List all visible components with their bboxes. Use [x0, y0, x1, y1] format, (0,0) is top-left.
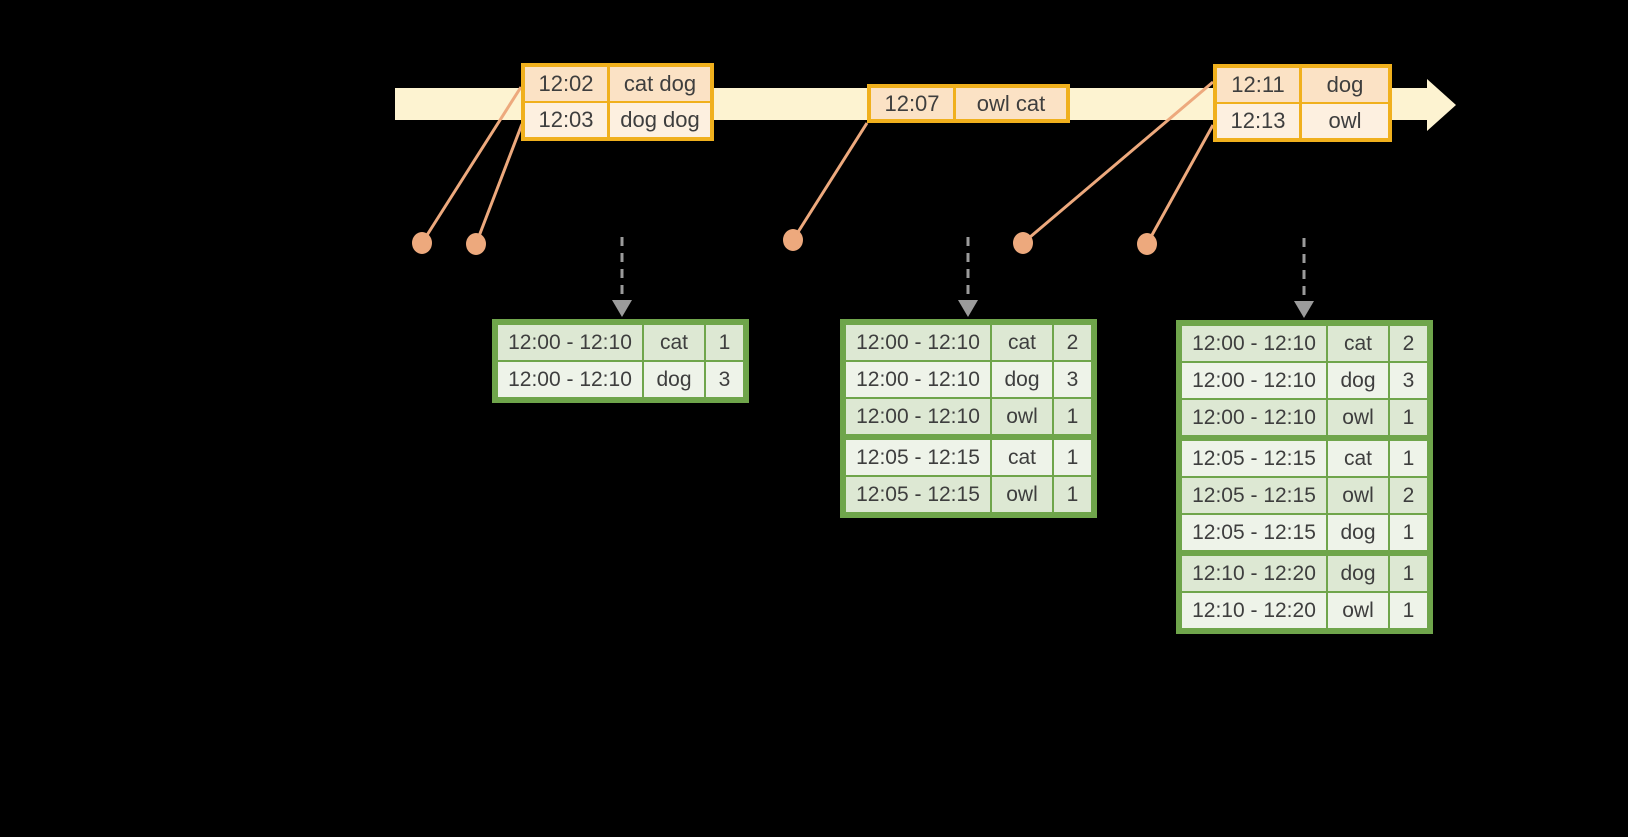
event-time: 12:02	[525, 67, 607, 101]
table-row: 12:11 dog	[1217, 68, 1388, 102]
event-dot-icon	[466, 233, 486, 255]
table-row: 12:00 - 12:10 cat 1	[498, 325, 743, 360]
word-cell: cat	[992, 440, 1052, 475]
connector-line	[791, 122, 869, 241]
word-cell: dog	[1328, 556, 1388, 591]
word-cell: owl	[1328, 478, 1388, 513]
table-row: 12:05 - 12:15 owl 1	[846, 477, 1091, 512]
connector-line	[1022, 80, 1214, 245]
window-cell: 12:05 - 12:15	[846, 440, 990, 475]
event-words: owl	[1302, 104, 1388, 138]
result-table-1: 12:00 - 12:10 cat 1 12:00 - 12:10 dog 3	[492, 319, 749, 403]
count-cell: 3	[706, 362, 743, 397]
word-cell: dog	[992, 362, 1052, 397]
window-cell: 12:00 - 12:10	[498, 362, 642, 397]
window-cell: 12:00 - 12:10	[1182, 326, 1326, 361]
result-table-2: 12:00 - 12:10 cat 2 12:00 - 12:10 dog 3 …	[840, 319, 1097, 518]
event-table-2: 12:07 owl cat	[867, 84, 1070, 123]
event-table-3: 12:11 dog 12:13 owl	[1213, 64, 1392, 142]
count-cell: 1	[1054, 477, 1091, 512]
table-row: 12:07 owl cat	[871, 88, 1066, 119]
result-table-3: 12:00 - 12:10 cat 2 12:00 - 12:10 dog 3 …	[1176, 320, 1433, 634]
count-cell: 2	[1390, 326, 1427, 361]
count-cell: 3	[1390, 363, 1427, 398]
count-cell: 3	[1054, 362, 1091, 397]
word-cell: dog	[644, 362, 704, 397]
window-cell: 12:00 - 12:10	[1182, 400, 1326, 435]
count-cell: 1	[1390, 593, 1427, 628]
word-cell: cat	[644, 325, 704, 360]
event-dot-icon	[1013, 232, 1033, 254]
table-row: 12:05 - 12:15 owl 2	[1182, 478, 1427, 513]
word-cell: dog	[1328, 363, 1388, 398]
window-cell: 12:10 - 12:20	[1182, 556, 1326, 591]
table-row: 12:05 - 12:15 dog 1	[1182, 515, 1427, 550]
table-row: 12:10 - 12:20 dog 1	[1182, 556, 1427, 591]
timeline-arrowhead-icon	[1427, 79, 1456, 131]
dashed-arrowhead-icon	[958, 300, 978, 317]
window-cell: 12:05 - 12:15	[1182, 478, 1326, 513]
event-dot-icon	[412, 232, 432, 254]
window-cell: 12:00 - 12:10	[846, 362, 990, 397]
table-row: 12:00 - 12:10 dog 3	[498, 362, 743, 397]
word-cell: owl	[1328, 593, 1388, 628]
event-words: dog dog	[610, 103, 710, 137]
table-row: 12:00 - 12:10 cat 2	[846, 325, 1091, 360]
event-dots	[412, 229, 1157, 255]
window-cell: 12:00 - 12:10	[1182, 363, 1326, 398]
window-cell: 12:00 - 12:10	[846, 325, 990, 360]
word-cell: owl	[992, 399, 1052, 434]
word-cell: owl	[1328, 400, 1388, 435]
window-cell: 12:05 - 12:15	[1182, 441, 1326, 476]
event-words: cat dog	[610, 67, 710, 101]
event-words: dog	[1302, 68, 1388, 102]
window-cell: 12:05 - 12:15	[846, 477, 990, 512]
window-cell: 12:05 - 12:15	[1182, 515, 1326, 550]
table-row: 12:00 - 12:10 owl 1	[1182, 400, 1427, 435]
table-row: 12:00 - 12:10 dog 3	[1182, 363, 1427, 398]
event-dot-icon	[1137, 233, 1157, 255]
table-row: 12:13 owl	[1217, 104, 1388, 138]
table-row: 12:10 - 12:20 owl 1	[1182, 593, 1427, 628]
window-cell: 12:00 - 12:10	[846, 399, 990, 434]
table-row: 12:02 cat dog	[525, 67, 710, 101]
table-row: 12:00 - 12:10 owl 1	[846, 399, 1091, 434]
word-cell: owl	[992, 477, 1052, 512]
event-connector-lines	[420, 80, 1215, 245]
table-row: 12:05 - 12:15 cat 1	[846, 440, 1091, 475]
window-cell: 12:10 - 12:20	[1182, 593, 1326, 628]
table-row: 12:00 - 12:10 dog 3	[846, 362, 1091, 397]
count-cell: 1	[1390, 556, 1427, 591]
trigger-arrows	[612, 237, 1314, 318]
table-row: 12:00 - 12:10 cat 2	[1182, 326, 1427, 361]
connector-line	[474, 123, 524, 245]
connector-line	[420, 86, 523, 244]
count-cell: 1	[1390, 441, 1427, 476]
dashed-arrowhead-icon	[1294, 301, 1314, 318]
dashed-arrowhead-icon	[612, 300, 632, 317]
event-table-1: 12:02 cat dog 12:03 dog dog	[521, 63, 714, 141]
event-time: 12:13	[1217, 104, 1299, 138]
count-cell: 1	[1390, 515, 1427, 550]
count-cell: 2	[1054, 325, 1091, 360]
event-dot-icon	[783, 229, 803, 251]
window-cell: 12:00 - 12:10	[498, 325, 642, 360]
table-row: 12:05 - 12:15 cat 1	[1182, 441, 1427, 476]
event-words: owl cat	[956, 88, 1066, 119]
word-cell: cat	[992, 325, 1052, 360]
word-cell: cat	[1328, 441, 1388, 476]
event-time: 12:03	[525, 103, 607, 137]
connector-line	[1145, 124, 1215, 245]
event-time: 12:07	[871, 88, 953, 119]
count-cell: 1	[1054, 399, 1091, 434]
count-cell: 2	[1390, 478, 1427, 513]
word-cell: dog	[1328, 515, 1388, 550]
count-cell: 1	[706, 325, 743, 360]
count-cell: 1	[1390, 400, 1427, 435]
table-row: 12:03 dog dog	[525, 103, 710, 137]
word-cell: cat	[1328, 326, 1388, 361]
count-cell: 1	[1054, 440, 1091, 475]
event-time: 12:11	[1217, 68, 1299, 102]
